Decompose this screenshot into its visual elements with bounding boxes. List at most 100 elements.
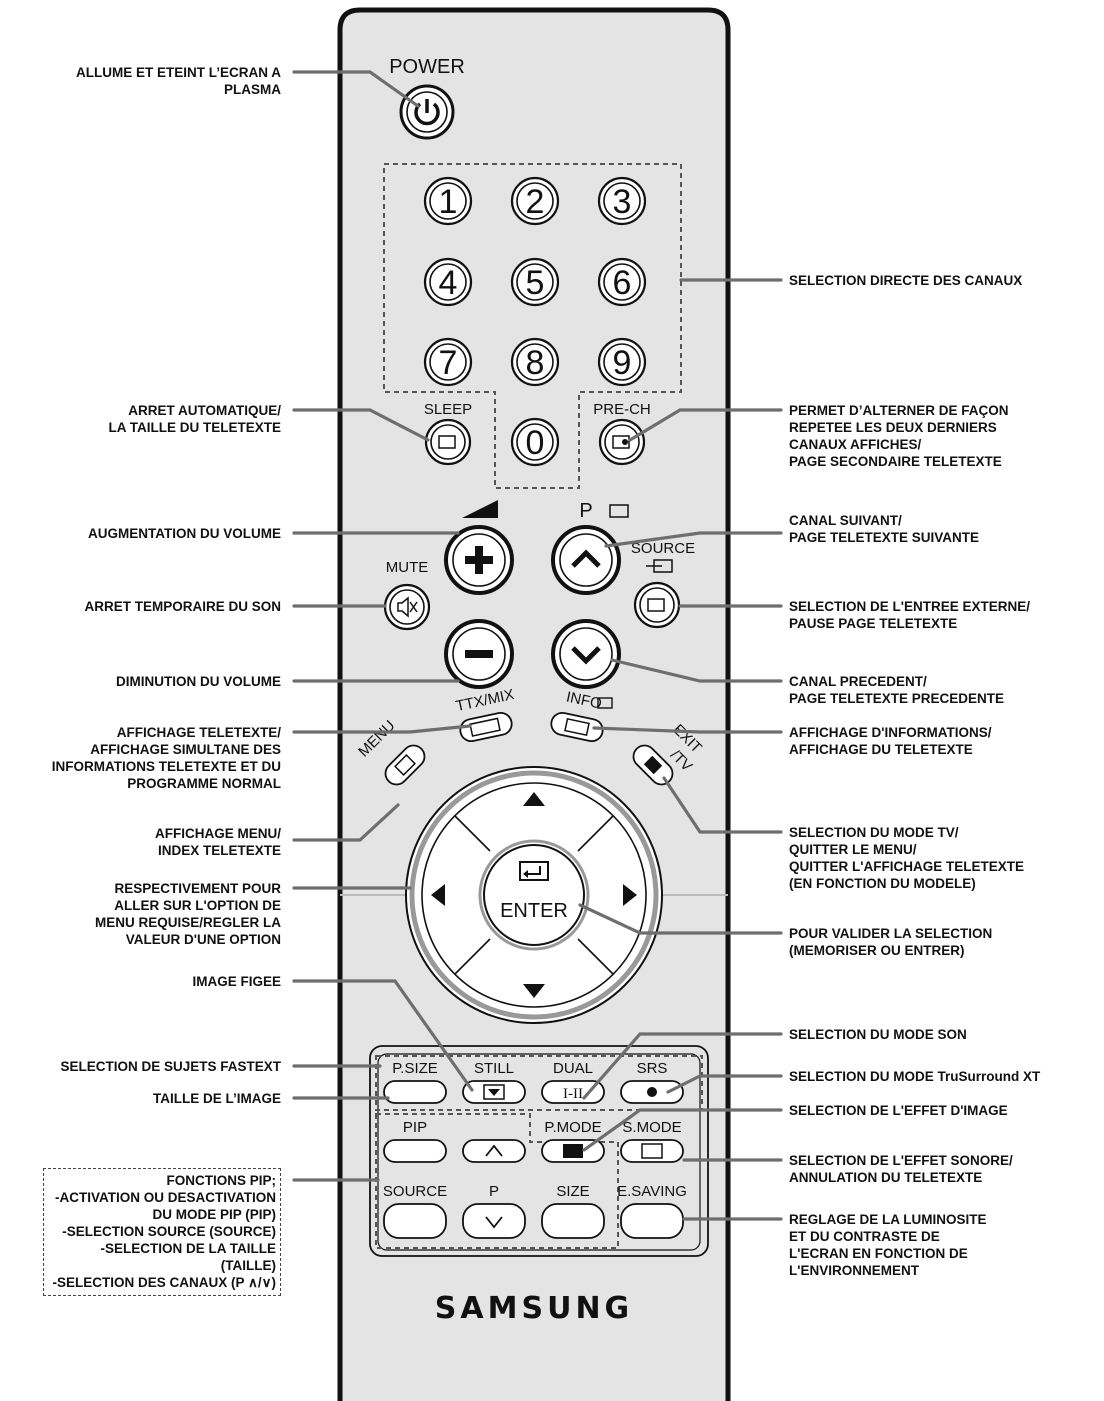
pip-p-label: P: [489, 1183, 499, 1200]
pip-channel-down-button[interactable]: [462, 1203, 526, 1239]
teletext-mix-icon: [469, 717, 501, 737]
srs-label: SRS: [637, 1060, 668, 1077]
digit-2: 2: [526, 183, 545, 221]
callout-info: AFFICHAGE D'INFORMATIONS/ AFFICHAGE DU T…: [789, 725, 992, 757]
dpad-left-button[interactable]: [431, 884, 445, 906]
digit-button-1[interactable]: 1: [423, 176, 473, 226]
callout-volume-down: DIMINUTION DU VOLUME: [116, 674, 281, 689]
digit-7: 7: [439, 344, 458, 382]
esaving-button[interactable]: [620, 1203, 684, 1239]
callout-esaving: REGLAGE DE LA LUMINOSITE ET DU CONTRASTE…: [789, 1212, 987, 1278]
callout-smode: SELECTION DE L'EFFET SONORE/ ANNULATION …: [789, 1153, 1013, 1185]
exit-icon: [643, 755, 663, 775]
digit-9: 9: [613, 344, 632, 382]
digit-button-0[interactable]: 0: [510, 417, 560, 467]
pip-group: [375, 1113, 619, 1249]
menu-button[interactable]: [381, 741, 429, 789]
digit-1: 1: [439, 183, 458, 221]
teletext-cancel-icon: [641, 1143, 663, 1159]
teletext-sub-icon: [612, 435, 630, 449]
callout-menu: AFFICHAGE MENU/ INDEX TELETEXTE: [155, 826, 281, 858]
smode-label: S.MODE: [622, 1119, 681, 1136]
volume-down-button[interactable]: [444, 619, 514, 689]
chevron-up-icon: [571, 549, 601, 568]
digit-button-4[interactable]: 4: [423, 257, 473, 307]
still-label: STILL: [474, 1060, 514, 1077]
callout-exit-tv: SELECTION DU MODE TV/ QUITTER LE MENU/ Q…: [789, 825, 1024, 891]
teletext-index-icon: [394, 754, 416, 776]
power-label: POWER: [389, 56, 465, 78]
power-button[interactable]: [399, 84, 455, 140]
dpad-right-button[interactable]: [623, 884, 637, 906]
channel-p-label: P: [579, 500, 592, 522]
pip-channel-up-button[interactable]: [462, 1139, 526, 1163]
esaving-label: E.SAVING: [617, 1183, 687, 1200]
digit-button-2[interactable]: 2: [510, 176, 560, 226]
callout-channel-down: CANAL PRECEDENT/ PAGE TELETEXTE PRECEDEN…: [789, 674, 1005, 706]
callout-srs: SELECTION DU MODE TruSurround XT: [789, 1069, 1041, 1084]
pip-source-button[interactable]: [383, 1203, 447, 1239]
input-icon: [646, 559, 673, 573]
leader-lines: [292, 70, 783, 1221]
callout-pmode: SELECTION DE L'EFFET D'IMAGE: [789, 1103, 1008, 1118]
channel-down-button[interactable]: [551, 619, 621, 689]
arrow-down-icon: [523, 984, 545, 998]
info-button[interactable]: [549, 711, 604, 743]
pip-chevron-up-icon: [485, 1144, 503, 1157]
psize-label: P.SIZE: [392, 1060, 438, 1077]
arrow-left-icon: [431, 884, 445, 906]
enter-icon: [519, 861, 549, 881]
number-pad-group: [383, 163, 682, 489]
dual-label: DUAL: [553, 1060, 593, 1077]
dual-button[interactable]: I-II: [541, 1080, 605, 1104]
sleep-button[interactable]: [424, 418, 472, 466]
still-button[interactable]: [462, 1080, 526, 1104]
mute-button[interactable]: [383, 583, 431, 631]
digit-button-9[interactable]: 9: [597, 337, 647, 387]
plus-icon: [465, 546, 493, 574]
arrow-right-icon: [623, 884, 637, 906]
callout-channel-up: CANAL SUIVANT/ PAGE TELETEXTE SUIVANTE: [789, 513, 980, 545]
size-button[interactable]: [541, 1203, 605, 1239]
digit-button-7[interactable]: 7: [423, 337, 473, 387]
dpad-down-button[interactable]: [523, 984, 545, 998]
sleep-label: SLEEP: [424, 401, 472, 418]
callout-sleep: ARRET AUTOMATIQUE/ LA TAILLE DU TELETEXT…: [108, 403, 282, 435]
volume-up-button[interactable]: [444, 525, 514, 595]
digit-0: 0: [526, 424, 545, 462]
digit-button-5[interactable]: 5: [510, 257, 560, 307]
arrow-up-icon: [523, 792, 545, 806]
pip-chevron-down-icon: [485, 1216, 503, 1229]
dpad-up-button[interactable]: [523, 792, 545, 806]
callout-psize: TAILLE DE L’IMAGE: [153, 1091, 281, 1106]
callout-still: IMAGE FIGEE: [192, 974, 281, 989]
digit-button-6[interactable]: 6: [597, 257, 647, 307]
source-button[interactable]: [633, 581, 681, 629]
srs-icon: [647, 1087, 657, 1097]
callout-power: ALLUME ET ETEINT L’ECRAN A PLASMA: [76, 65, 281, 97]
pip-button[interactable]: [383, 1139, 447, 1163]
ttx-mix-button[interactable]: [458, 711, 513, 743]
callout-pip: FONCTIONS PIP; -ACTIVATION OU DESACTIVAT…: [43, 1168, 281, 1296]
channel-up-button[interactable]: [551, 525, 621, 595]
exit-tv-button[interactable]: [629, 741, 677, 789]
callout-volume-up: AUGMENTATION DU VOLUME: [88, 526, 281, 541]
digit-4: 4: [439, 264, 458, 302]
enter-button[interactable]: ENTER: [478, 839, 590, 951]
prech-button[interactable]: [598, 418, 646, 466]
smode-button[interactable]: [620, 1139, 684, 1163]
digit-8: 8: [526, 344, 545, 382]
digit-button-3[interactable]: 3: [597, 176, 647, 226]
teletext-reveal-small-icon: [597, 697, 613, 709]
teletext-hold-icon: [647, 598, 665, 612]
speaker-muted-icon: [397, 596, 418, 618]
srs-button[interactable]: [620, 1080, 684, 1104]
psize-button[interactable]: [383, 1080, 447, 1104]
mute-label: MUTE: [386, 559, 429, 576]
digit-button-8[interactable]: 8: [510, 337, 560, 387]
bottom-panel: [369, 1045, 709, 1257]
minus-icon: [465, 650, 493, 658]
dual-glyph: I-II: [563, 1086, 583, 1102]
callout-fastext: SELECTION DE SUJETS FASTEXT: [60, 1059, 281, 1074]
volume-wedge-icon: [462, 500, 498, 518]
